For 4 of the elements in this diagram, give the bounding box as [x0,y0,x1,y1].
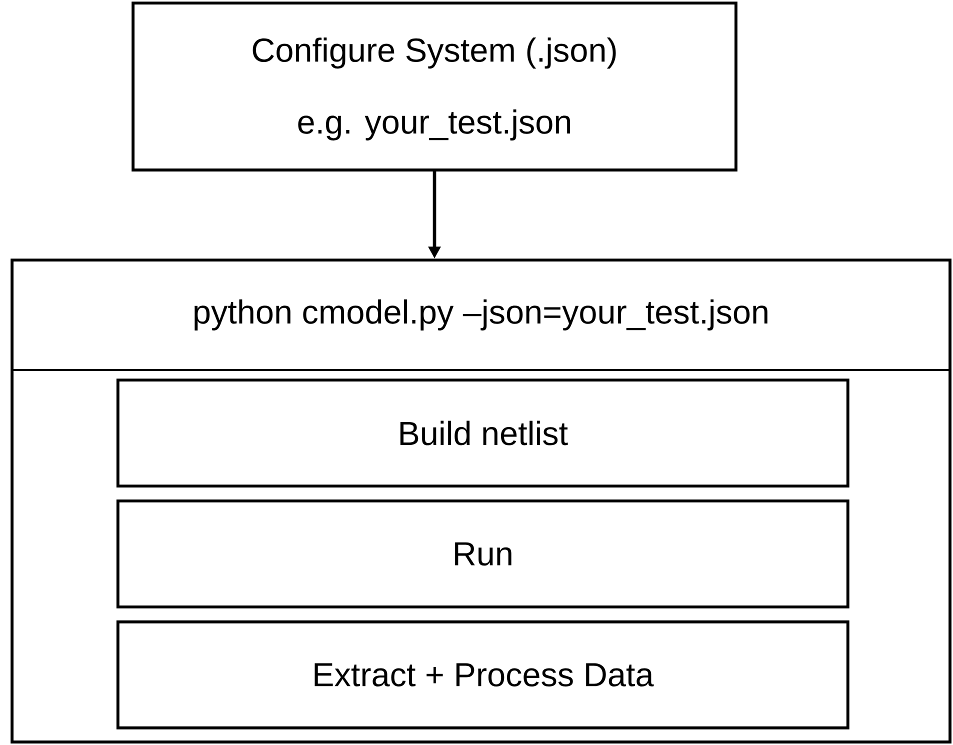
config-box: Configure System (.json) e.g. your_test.json [132,2,738,172]
step-box: Build netlist [116,378,850,488]
step-box: Run [116,500,850,608]
step-box: Extract + Process Data [116,620,850,730]
